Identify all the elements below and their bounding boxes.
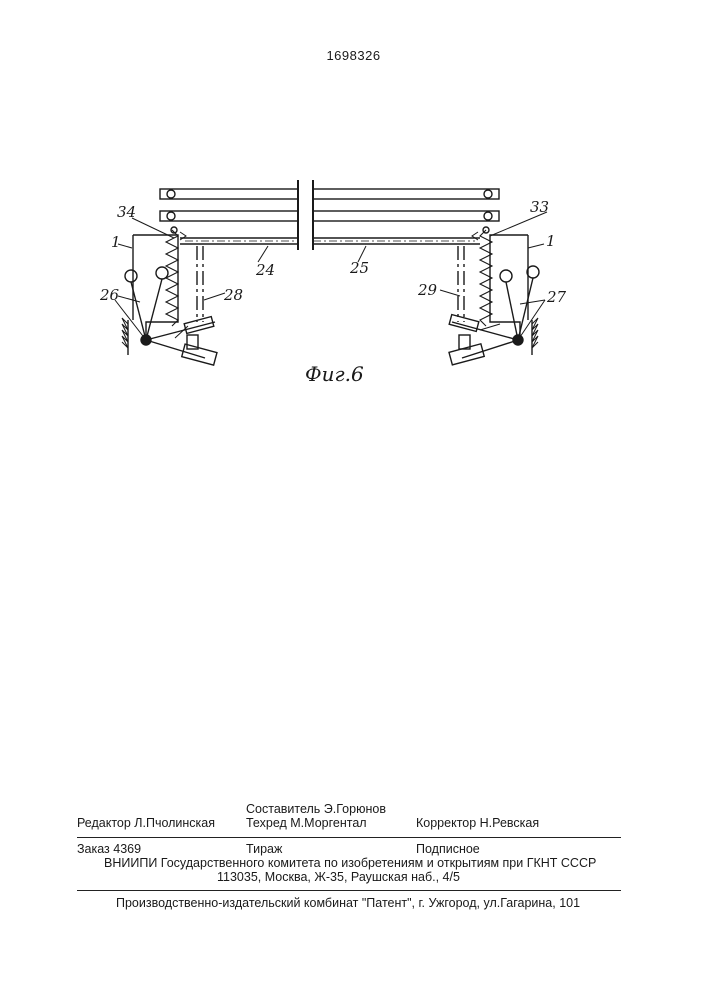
label-24: 24 <box>255 261 275 279</box>
label-29: 29 <box>417 281 438 299</box>
figure-6-drawing: 34 33 1 1 24 25 26 27 28 29 Фиг.6 <box>0 0 707 420</box>
label-1-left: 1 <box>111 233 121 251</box>
subscription: Подписное <box>416 842 480 856</box>
right-mechanism <box>449 230 545 365</box>
editor: Редактор Л.Пчолинская <box>77 816 215 830</box>
label-26: 26 <box>99 286 120 304</box>
order-number: Заказ 4369 <box>77 842 141 856</box>
leader-lines <box>118 212 547 304</box>
upper-frame <box>160 180 499 250</box>
shaft-24-25 <box>180 238 480 244</box>
left-mechanism <box>115 230 217 365</box>
divider-bottom <box>77 890 621 891</box>
organization: ВНИИПИ Государственного комитета по изоб… <box>104 856 596 870</box>
publisher: Производственно-издательский комбинат "П… <box>116 896 580 910</box>
divider-top <box>77 837 621 838</box>
print-run: Тираж <box>246 842 282 856</box>
address: 113035, Москва, Ж-35, Раушская наб., 4/5 <box>217 870 460 884</box>
figure-caption: Фиг.6 <box>305 362 364 386</box>
label-25: 25 <box>349 259 369 277</box>
techred: Техред М.Моргентал <box>246 816 367 830</box>
corrector: Корректор Н.Ревская <box>416 816 539 830</box>
compiler: Составитель Э.Горюнов <box>246 802 386 816</box>
label-34: 34 <box>117 203 136 221</box>
label-27: 27 <box>546 288 567 306</box>
label-28: 28 <box>223 286 243 304</box>
label-1-right: 1 <box>546 232 556 250</box>
label-33: 33 <box>530 198 549 216</box>
